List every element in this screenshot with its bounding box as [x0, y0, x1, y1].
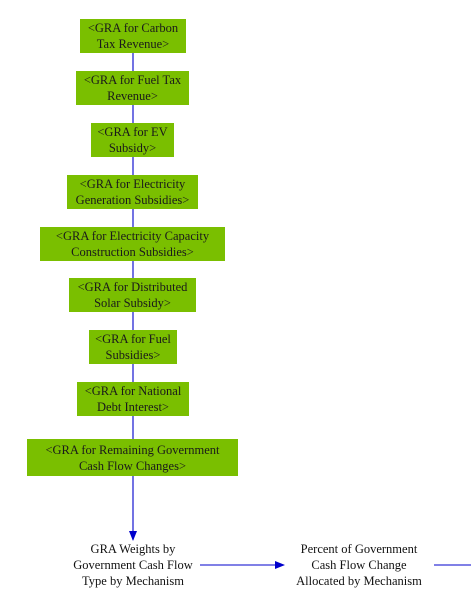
- gra-weights-variable[interactable]: GRA Weights by Government Cash Flow Type…: [66, 541, 200, 589]
- variable-line: Percent of Government: [300, 542, 418, 556]
- shadow-var-remaining-government-cash-flow-changes[interactable]: <GRA for Remaining Government Cash Flow …: [27, 439, 238, 476]
- shadow-var-carbon-tax-revenue[interactable]: <GRA for Carbon Tax Revenue>: [80, 19, 186, 53]
- shadow-var-line: <GRA for Fuel Tax: [83, 73, 182, 87]
- shadow-var-line: Generation Subsidies>: [75, 193, 190, 207]
- shadow-var-line: <GRA for Distributed: [77, 280, 188, 294]
- shadow-var-line: Subsidy>: [108, 141, 157, 155]
- shadow-var-line: Solar Subsidy>: [94, 296, 171, 310]
- shadow-var-line: Tax Revenue>: [96, 37, 170, 51]
- shadow-var-national-debt-interest[interactable]: <GRA for National Debt Interest>: [77, 382, 189, 416]
- variable-line: GRA Weights by: [90, 542, 176, 556]
- variable-line: Cash Flow Change: [311, 558, 407, 572]
- shadow-var-fuel-tax-revenue[interactable]: <GRA for Fuel Tax Revenue>: [76, 71, 189, 105]
- variable-line: Government Cash Flow: [73, 558, 193, 572]
- shadow-var-line: Subsidies>: [105, 348, 161, 362]
- shadow-var-electricity-generation-subsidies[interactable]: <GRA for Electricity Generation Subsidie…: [67, 175, 198, 209]
- shadow-var-ev-subsidy[interactable]: <GRA for EV Subsidy>: [91, 123, 174, 157]
- shadow-var-fuel-subsidies[interactable]: <GRA for Fuel Subsidies>: [89, 330, 177, 364]
- variable-line: Allocated by Mechanism: [296, 574, 422, 588]
- percent-allocated-variable[interactable]: Percent of Government Cash Flow Change A…: [284, 541, 434, 589]
- shadow-var-line: Cash Flow Changes>: [78, 459, 187, 473]
- shadow-var-distributed-solar-subsidy[interactable]: <GRA for Distributed Solar Subsidy>: [69, 278, 196, 312]
- shadow-var-line: <GRA for Fuel: [95, 332, 171, 346]
- shadow-var-line: <GRA for Electricity Capacity: [55, 229, 210, 243]
- shadow-var-line: Construction Subsidies>: [71, 245, 194, 259]
- variable-line: Type by Mechanism: [82, 574, 184, 588]
- shadow-var-line: Revenue>: [107, 89, 158, 103]
- shadow-var-line: <GRA for EV: [97, 125, 168, 139]
- shadow-var-line: <GRA for Carbon: [87, 21, 179, 35]
- shadow-var-line: Debt Interest>: [97, 400, 169, 414]
- shadow-var-electricity-capacity-construction-subsidies[interactable]: <GRA for Electricity Capacity Constructi…: [40, 227, 225, 261]
- shadow-var-line: <GRA for Remaining Government: [45, 443, 220, 457]
- shadow-var-line: <GRA for Electricity: [79, 177, 186, 191]
- shadow-var-line: <GRA for National: [84, 384, 182, 398]
